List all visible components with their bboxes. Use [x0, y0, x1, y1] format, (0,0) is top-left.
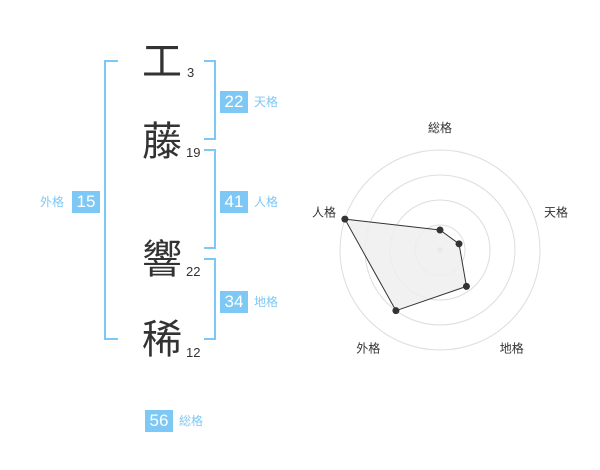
chikaku-bracket	[204, 258, 216, 340]
stroke-count-1: 3	[187, 65, 195, 80]
radar-point-0	[436, 226, 444, 234]
stroke-count-3: 22	[186, 264, 201, 279]
soukaku-value: 56	[145, 410, 173, 432]
name-char-2: 藤	[142, 119, 182, 165]
radar-ring-4	[339, 149, 541, 351]
tenkaku-label: 天格	[254, 95, 279, 109]
name-char-3: 響	[142, 237, 182, 283]
soukaku-label: 総格	[179, 414, 204, 428]
radar-axis-label-3: 外格	[356, 341, 380, 356]
jinkaku-bracket	[204, 149, 216, 249]
radar-polygon	[343, 218, 468, 312]
radar-points	[341, 215, 470, 315]
chikaku-value: 34	[220, 291, 248, 313]
radar-point-2	[462, 282, 470, 290]
jinkaku-label: 人格	[254, 195, 279, 209]
radar-axis-label-2: 地格	[500, 341, 524, 356]
tenkaku-bracket	[204, 60, 216, 140]
stroke-count-2: 19	[186, 145, 201, 160]
radar-axis-label-0: 総格	[428, 120, 452, 135]
stroke-count-4: 12	[186, 345, 201, 360]
gaikaku-label: 外格	[40, 195, 65, 209]
gaikaku-value: 15	[72, 191, 100, 213]
chikaku-label: 地格	[254, 295, 279, 309]
radar-point-1	[455, 240, 463, 248]
radar-axis-label-1: 天格	[544, 204, 568, 219]
radar-point-3	[392, 307, 400, 315]
radar-shape	[343, 218, 468, 312]
radar-axis-label-4: 人格	[312, 204, 336, 219]
name-char-4: 稀	[142, 317, 182, 363]
gaikaku-bracket	[104, 60, 118, 340]
tenkaku-value: 22	[220, 91, 248, 113]
jinkaku-value: 41	[220, 191, 248, 213]
radar-point-4	[341, 215, 349, 223]
name-char-1: 工	[142, 39, 182, 85]
